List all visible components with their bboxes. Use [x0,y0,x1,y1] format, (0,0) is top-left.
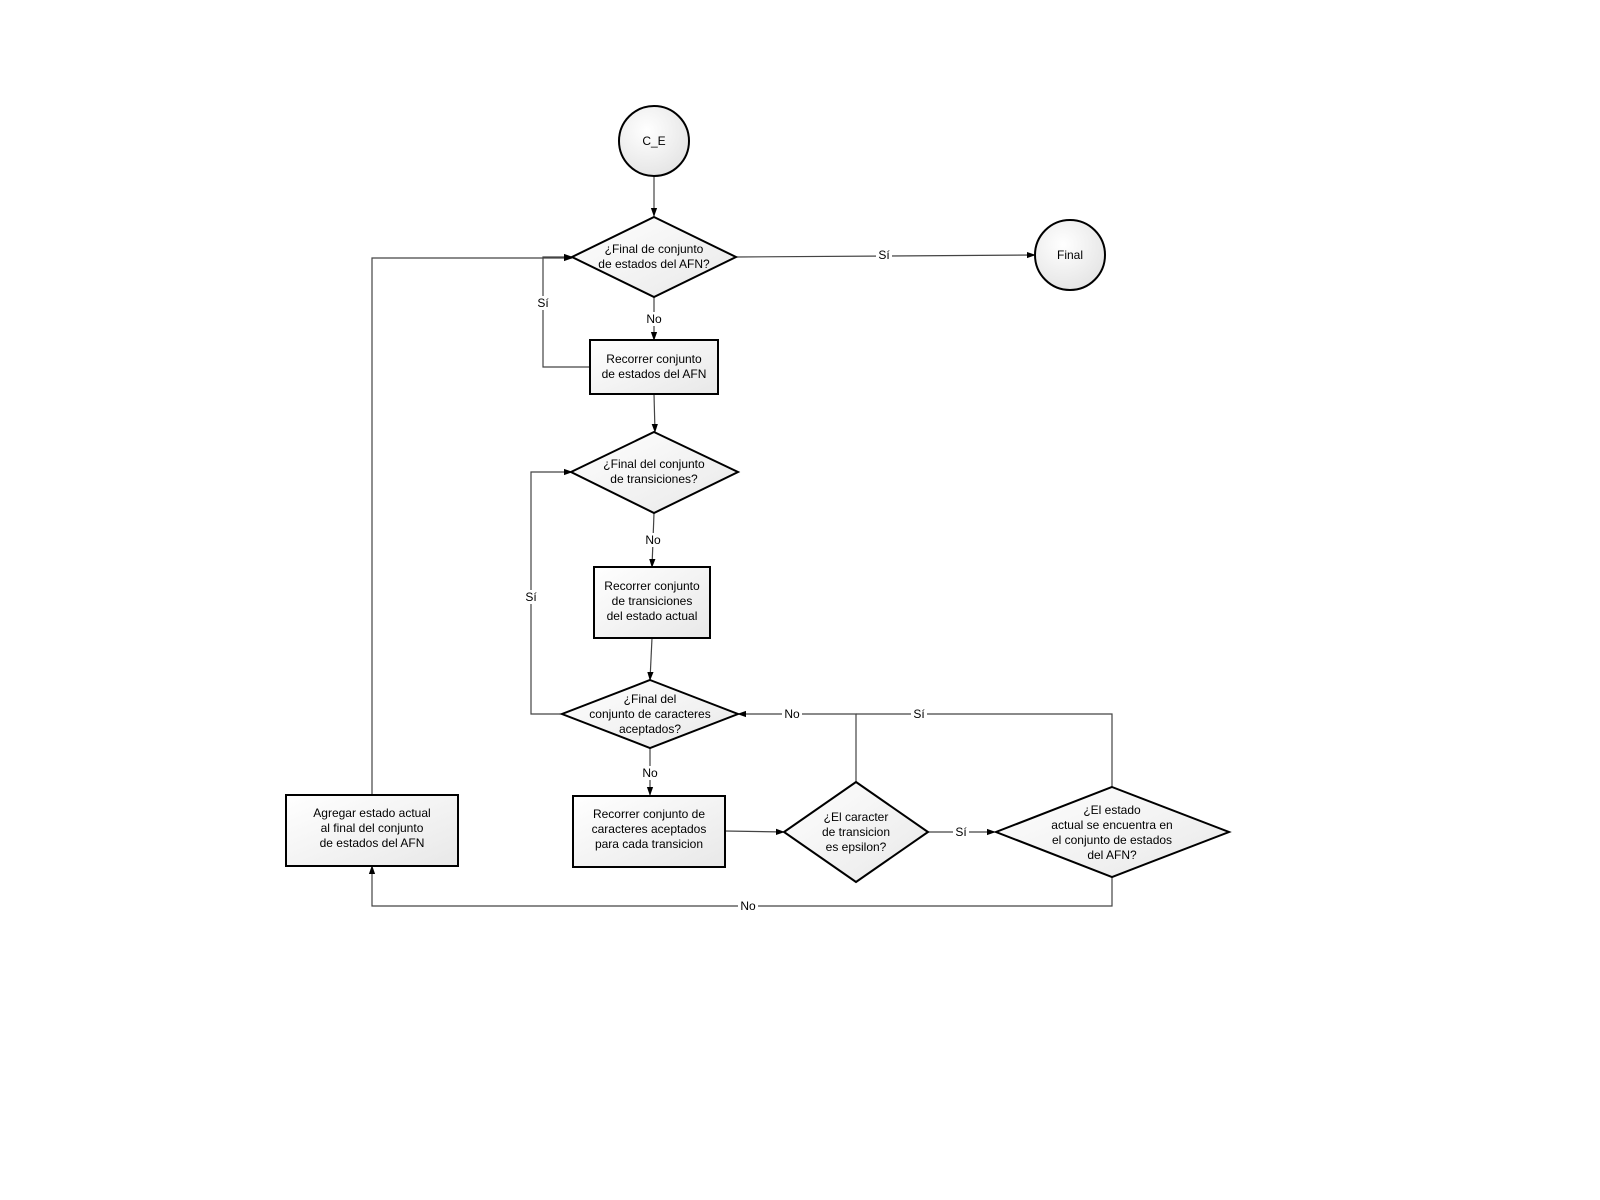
node-label-line: ¿El estado [1083,803,1141,817]
label-bg [782,707,802,721]
node-label-line: Recorrer conjunto de [593,807,705,821]
node-label-line: ¿El caracter [824,810,889,824]
label-bg [644,312,664,326]
node-label-line: ¿Final del conjunto [603,457,705,471]
node-label-line: de transiciones [612,594,693,608]
node-label-line: aceptados? [619,722,681,736]
start-circle [618,105,690,177]
node-label-line: caracteres aceptados [592,822,707,836]
final-node: Final [1034,219,1106,291]
node-label-line: Agregar estado actual [313,806,430,820]
node-label-line: al final del conjunto [321,821,424,835]
label-bg [738,899,758,913]
edge-p4-to-d1 [371,254,573,794]
edge-label-d4-d5: Sí [955,825,967,839]
node-label-line: de estados del AFN [320,836,425,850]
decision-final-conjunto-estados: ¿Final de conjunto de estados del AFN? [569,215,739,299]
start-node: C_E [618,105,690,177]
node-label-line: para cada transicion [595,837,703,851]
decision-diamond [782,780,930,884]
node-label-line: el conjunto de estados [1052,833,1172,847]
edge-label-d3-p3: No [642,766,658,780]
edge-p2-to-d3 [647,637,654,681]
node-label-line: es epsilon? [826,840,887,854]
decision-diamond [569,215,739,299]
edge-d5-to-d3 [856,713,1113,787]
edge-label-d2-p2: No [645,533,661,547]
process-box [593,566,711,639]
decision-final-transiciones: ¿Final del conjunto de transiciones? [568,430,741,515]
node-label-line: ¿Final del [624,692,677,706]
node-label-line: del estado actual [607,609,698,623]
process-recorrer-caracteres: Recorrer conjunto de caracteres aceptado… [572,795,726,868]
edge-label-d3-d2: Sí [525,590,537,604]
node-label-line: de estados del AFN [602,367,707,381]
node-label-line: del AFN? [1087,848,1137,862]
node-label-line: actual se encuentra en [1051,818,1172,832]
process-agregar-estado: Agregar estado actual al final del conju… [285,794,459,867]
edges [368,176,1113,907]
edge-label-d5-p4: No [740,899,756,913]
label-bg [535,296,551,310]
process-recorrer-transiciones: Recorrer conjunto de transiciones del es… [593,566,711,639]
final-circle [1034,219,1106,291]
edge-label-d4-d3: No [784,707,800,721]
process-box [285,794,459,867]
start-node-label: C_E [642,134,665,148]
node-label-line: Recorrer conjunto [604,579,700,593]
process-recorrer-estados: Recorrer conjunto de estados del AFN [589,339,719,395]
decision-diamond [559,678,741,750]
edge-label-d5-d3: Sí [913,707,925,721]
edge-p3-to-d4 [724,828,785,836]
node-label-line: de transicion [822,825,890,839]
node-label-line: Recorrer conjunto [606,352,702,366]
edge-p1-to-d1 [542,253,590,368]
decision-caracter-epsilon: ¿El caracter de transicion es epsilon? [782,780,930,884]
edge-label-p1-d1: Sí [537,296,549,310]
edge-label-d1-p1: No [646,312,662,326]
label-bg [640,766,660,780]
edge-p1-to-d2 [651,393,658,433]
decision-diamond [568,430,741,515]
node-label-line: de transiciones? [610,472,698,486]
final-node-label: Final [1057,248,1083,262]
label-bg [953,825,969,839]
nodes: C_E Final ¿Final de conjunto de estados … [285,105,1232,884]
label-bg [643,533,663,547]
decision-estado-en-conjunto: ¿El estado actual se encuentra en el con… [993,785,1232,879]
label-bg [523,590,539,604]
label-bg [911,707,927,721]
decision-final-caracteres: ¿Final del conjunto de caracteres acepta… [559,678,741,750]
edge-labels: Sí No Sí No Sí No No Sí Sí No [523,248,969,913]
edge-d4-to-d3 [737,710,857,781]
node-label-line: ¿Final de conjunto [605,242,704,256]
edge-label-d1-final: Sí [878,248,890,262]
node-label-line: de estados del AFN? [598,257,710,271]
process-box [572,795,726,868]
label-bg [876,248,892,262]
node-label-line: conjunto de caracteres [589,707,710,721]
decision-diamond [993,785,1232,879]
process-box [589,339,719,395]
